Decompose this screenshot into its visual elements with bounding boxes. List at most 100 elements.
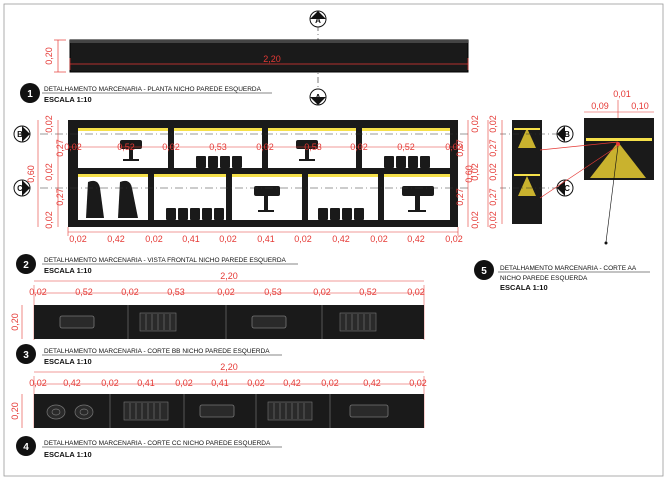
elev-left-height: 0,60 [26, 165, 36, 183]
elev-right-dim-3: 0,27 [455, 188, 465, 206]
detail-1-scale: ESCALA 1:10 [44, 95, 92, 104]
elevation-left-dims: 0,02 0,27 0,02 0,27 0,02 0,60 [26, 115, 65, 229]
section-marker-b-right[interactable]: B [556, 125, 574, 143]
elev-top-dim-5: 0,53 [304, 142, 322, 152]
bb-dim-2: 0,02 [121, 287, 139, 297]
elev-top-dim-0: 0,02 [64, 142, 82, 152]
elevation-top-dims: 0,02 0,52 0,02 0,53 0,02 0,53 0,02 0,52 … [64, 142, 463, 152]
bb-dim-5: 0,53 [264, 287, 282, 297]
section-marker-a-bottom[interactable]: A [309, 88, 327, 106]
aa-left-dim-1: 0,27 [488, 139, 498, 157]
cc-dim-4: 0,02 [175, 378, 193, 388]
elev-right-dim-2: 0,02 [470, 163, 480, 181]
aa-left-dim-0: 0,02 [488, 115, 498, 133]
cc-dim-10: 0,02 [409, 378, 427, 388]
bb-dim-6: 0,02 [313, 287, 331, 297]
marker-b-left-label: B [17, 130, 23, 139]
bb-dim-3: 0,53 [167, 287, 185, 297]
detail-3-text: DETALHAMENTO MARCENARIA - CORTE BB NICHO… [44, 348, 270, 355]
detail-3-scale: ESCALA 1:10 [44, 357, 92, 366]
cc-dim-5: 0,41 [211, 378, 229, 388]
detail-1-number: 1 [27, 89, 33, 100]
aa-top-dim-1: 0,09 [591, 101, 609, 111]
elev-top-dim-8: 0,02 [445, 142, 463, 152]
cc-dim-8: 0,02 [321, 378, 339, 388]
detail-2-number: 2 [23, 260, 29, 271]
aa-left-dim-3: 0,27 [488, 188, 498, 206]
bb-dim-1: 0,52 [75, 287, 93, 297]
elev-right-dim-1: 0,27 [455, 139, 465, 157]
elev-left-dim-0: 0,02 [44, 115, 54, 133]
elev-right-height: 0,60 [464, 165, 474, 183]
section-bb-view: 2,20 0,02 0,52 0,02 0,53 0,02 0,53 0,02 … [10, 271, 425, 340]
section-aa-view: 0,02 0,27 0,02 0,27 0,02 [488, 115, 560, 229]
plan-depth-dim: 0,20 [44, 47, 54, 65]
section-marker-a-top[interactable]: A [309, 10, 327, 28]
cc-dim-2: 0,02 [101, 378, 119, 388]
marker-c-right-label: C [564, 184, 570, 193]
section-marker-c-right[interactable]: C [556, 179, 574, 197]
elev-bottom-dim-8: 0,02 [370, 234, 388, 244]
elev-top-dim-6: 0,02 [350, 142, 368, 152]
elev-top-dim-3: 0,53 [209, 142, 227, 152]
aa-top-dim-2: 0,10 [631, 101, 649, 111]
plan-view: 2,20 0,20 [44, 12, 469, 95]
detail-2-title: 2 DETALHAMENTO MARCENARIA - VISTA FRONTA… [16, 254, 298, 275]
elev-bottom-dim-7: 0,42 [332, 234, 350, 244]
section-cc-view: 2,20 0,02 0,42 0,02 0,41 0,02 0,41 0,02 … [10, 362, 427, 428]
elev-bottom-dim-1: 0,42 [107, 234, 125, 244]
bb-dim-8: 0,02 [407, 287, 425, 297]
detail-2-text: DETALHAMENTO MARCENARIA - VISTA FRONTAL … [44, 257, 287, 264]
marker-b-right-label: B [564, 130, 570, 139]
cc-dim-9: 0,42 [363, 378, 381, 388]
elev-top-dim-1: 0,52 [117, 142, 135, 152]
plan-width-dim: 2,20 [263, 54, 281, 64]
marker-a-bottom-label: A [315, 93, 321, 102]
elev-top-dim-2: 0,02 [162, 142, 180, 152]
detail-4-scale: ESCALA 1:10 [44, 450, 92, 459]
bb-dim-7: 0,52 [359, 287, 377, 297]
detail-3-title: 3 DETALHAMENTO MARCENARIA - CORTE BB NIC… [16, 344, 282, 366]
elev-left-dim-2: 0,02 [44, 163, 54, 181]
detail-1-title: 1 DETALHAMENTO MARCENARIA - PLANTA NICHO… [20, 83, 272, 104]
bb-dim-4: 0,02 [217, 287, 235, 297]
cc-total-dim: 2,20 [220, 362, 238, 372]
elevation-bottom-dims: 0,02 0,42 0,02 0,41 0,02 0,41 0,02 0,42 … [67, 227, 463, 244]
section-marker-b-left[interactable]: B [13, 125, 31, 143]
elevation-right-dims: 0,02 0,27 0,02 0,27 0,02 0,60 [455, 115, 489, 229]
cc-dim-0: 0,02 [29, 378, 47, 388]
elev-right-dim-0: 0,02 [470, 115, 480, 133]
elev-top-dim-4: 0,02 [256, 142, 274, 152]
elev-top-dim-7: 0,52 [397, 142, 415, 152]
bb-dim-0: 0,02 [29, 287, 47, 297]
aa-top-dim-0: 0,01 [613, 89, 631, 99]
sheet-border [3, 3, 664, 477]
detail-3-number: 3 [23, 350, 29, 361]
detail-5-title: 5 DETALHAMENTO MARCENARIA - CORTE AA NIC… [474, 260, 650, 292]
section-aa-zoom: 0,01 0,09 0,10 [539, 89, 654, 245]
aa-left-dim-2: 0,02 [488, 163, 498, 181]
section-marker-c-left[interactable]: C [13, 179, 31, 197]
elev-bottom-dim-6: 0,02 [294, 234, 312, 244]
cc-dim-1: 0,42 [63, 378, 81, 388]
cc-dim-7: 0,42 [283, 378, 301, 388]
cc-height-dim: 0,20 [10, 402, 20, 420]
detail-4-title: 4 DETALHAMENTO MARCENARIA - CORTE CC NIC… [16, 436, 282, 459]
detail-4-text: DETALHAMENTO MARCENARIA - CORTE CC NICHO… [44, 440, 271, 447]
detail-2-scale: ESCALA 1:10 [44, 266, 92, 275]
elev-left-dim-1: 0,27 [55, 139, 65, 157]
cc-dim-3: 0,41 [137, 378, 155, 388]
detail-4-number: 4 [23, 442, 29, 453]
aa-left-dim-4: 0,02 [488, 211, 498, 229]
marker-c-left-label: C [17, 184, 23, 193]
bb-total-dim: 2,20 [220, 271, 238, 281]
elev-left-dim-3: 0,27 [55, 188, 65, 206]
detail-5-text: DETALHAMENTO MARCENARIA - CORTE AA [500, 265, 637, 272]
elev-bottom-dim-10: 0,02 [445, 234, 463, 244]
elev-right-dim-4: 0,02 [470, 211, 480, 229]
bb-height-dim: 0,20 [10, 313, 20, 331]
elev-bottom-dim-2: 0,02 [145, 234, 163, 244]
detail-5-scale: ESCALA 1:10 [500, 283, 548, 292]
elev-bottom-dim-3: 0,41 [182, 234, 200, 244]
